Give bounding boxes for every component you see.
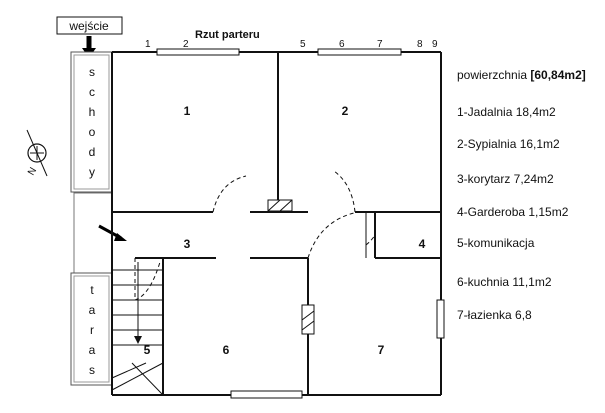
stairs-strip-inner bbox=[73, 54, 110, 190]
stairs-letter: c bbox=[89, 85, 95, 99]
legend-area-label: powierzchnia bbox=[457, 68, 531, 82]
room-number-6: 6 bbox=[223, 343, 230, 357]
room-number-1: 1 bbox=[184, 104, 191, 118]
axis-mark-2: 2 bbox=[183, 39, 189, 50]
vent-box-bottom bbox=[301, 304, 315, 335]
entrance-label: wejście bbox=[68, 19, 109, 33]
staircase bbox=[111, 262, 164, 396]
plan-title: Rzut parteru bbox=[195, 29, 260, 41]
door-swing-room-4 bbox=[365, 234, 376, 246]
door-swing-room-1 bbox=[212, 175, 247, 213]
compass-icon bbox=[26, 129, 48, 177]
stairs-letter: o bbox=[89, 125, 96, 139]
door-swing-room-2 bbox=[333, 170, 356, 213]
door-swing-room-7 bbox=[307, 211, 359, 259]
stairs-letter: h bbox=[89, 105, 96, 119]
legend-room-2: 2-Sypialnia 16,1m2 bbox=[457, 137, 560, 151]
stairs-letter: s bbox=[89, 65, 95, 79]
axis-mark-8: 8 bbox=[417, 39, 423, 50]
legend-area-row: powierzchnia [60,84m2] bbox=[457, 68, 586, 82]
door-swing-stair bbox=[134, 258, 161, 301]
terrace-letter: r bbox=[90, 323, 94, 337]
terrace-letter: s bbox=[89, 363, 95, 377]
room-number-7: 7 bbox=[378, 343, 385, 357]
room-number-3: 3 bbox=[184, 237, 191, 251]
terrace-strip-inner bbox=[73, 275, 110, 383]
compass-north-label: N bbox=[26, 166, 39, 178]
legend-room-3: 3-korytarz 7,24m2 bbox=[457, 172, 554, 186]
legend-room-4: 4-Garderoba 1,15m2 bbox=[457, 205, 569, 219]
room-number-2: 2 bbox=[342, 104, 349, 118]
window-room-1 bbox=[156, 48, 240, 56]
axis-mark-5: 5 bbox=[300, 39, 306, 50]
window-room-2 bbox=[317, 48, 402, 56]
axis-mark-1: 1 bbox=[145, 39, 151, 50]
axis-mark-6: 6 bbox=[339, 39, 345, 50]
porch-entry-arrow-head bbox=[114, 233, 127, 241]
terrace-letter: a bbox=[89, 303, 96, 317]
terrace-letter: a bbox=[89, 343, 96, 357]
terrace-letter: t bbox=[90, 283, 94, 297]
window-room-7 bbox=[436, 299, 445, 339]
legend-room-7: 7-łazienka 6,8 bbox=[457, 308, 532, 322]
room-number-4: 4 bbox=[419, 237, 426, 251]
axis-mark-7: 7 bbox=[377, 39, 383, 50]
interior-walls bbox=[112, 52, 441, 395]
legend-room-1: 1-Jadalnia 18,4m2 bbox=[457, 105, 556, 119]
stairs-letter: y bbox=[89, 165, 95, 179]
stairs-letter: d bbox=[89, 145, 96, 159]
window-room-6 bbox=[230, 390, 303, 399]
legend-area-value: [60,84m2] bbox=[530, 68, 586, 82]
legend-room-6: 6-kuchnia 11,1m2 bbox=[457, 275, 552, 289]
outer-walls bbox=[111, 51, 442, 396]
room-number-5: 5 bbox=[144, 343, 151, 357]
stairs-strip bbox=[70, 51, 113, 193]
axis-mark-9: 9 bbox=[432, 39, 438, 50]
entrance-box bbox=[56, 16, 123, 35]
legend-room-5: 5-komunikacja bbox=[457, 236, 535, 250]
vent-box-top bbox=[267, 199, 293, 212]
porch-strip bbox=[73, 192, 113, 274]
